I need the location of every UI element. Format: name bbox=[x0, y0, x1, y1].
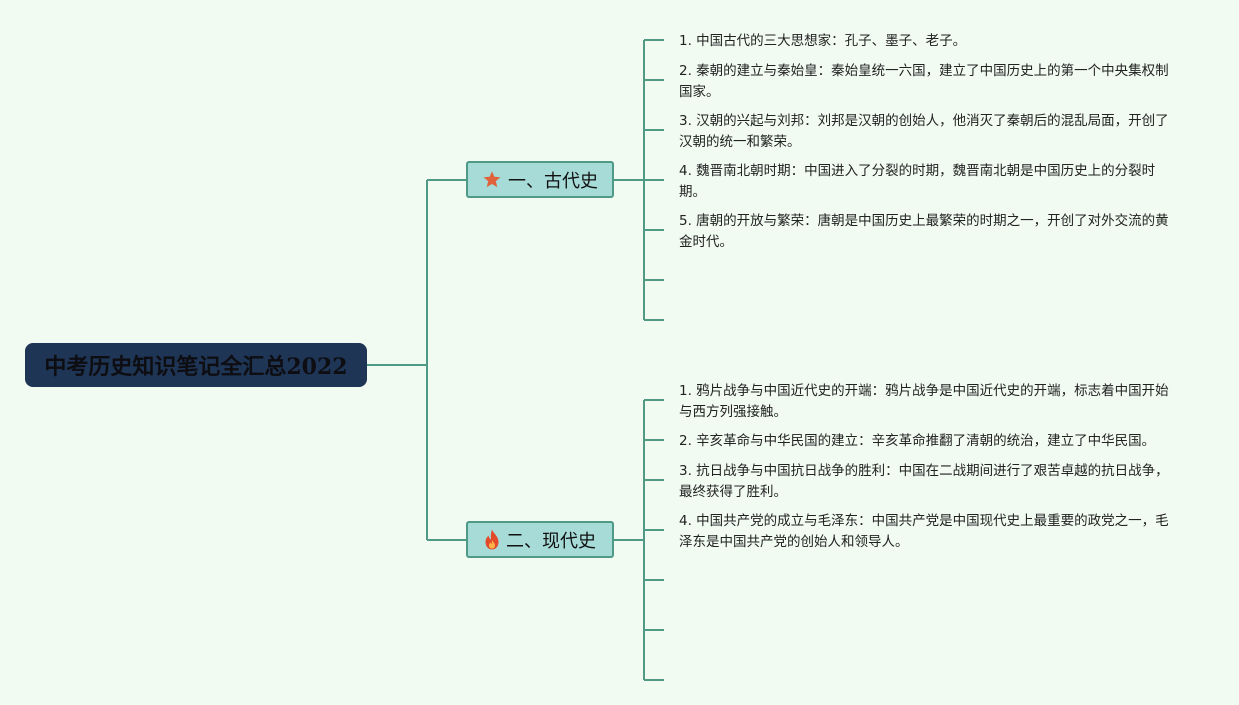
star-icon bbox=[482, 170, 502, 189]
leaf-topic[interactable]: 5. 唐朝的开放与繁荣：唐朝是中国历史上最繁荣的时期之一，开创了对外交流的黄金时… bbox=[679, 213, 1169, 250]
branch-modern-history[interactable]: 二、现代史 bbox=[466, 521, 614, 558]
leaf-topic[interactable]: 3. 汉朝的兴起与刘邦：刘邦是汉朝的创始人，他消灭了秦朝后的混乱局面，开创了汉朝… bbox=[679, 113, 1169, 150]
fire-icon bbox=[484, 529, 500, 550]
branch-label: 二、现代史 bbox=[506, 530, 596, 552]
leaf-topic[interactable]: 4. 中国共产党的成立与毛泽东：中国共产党是中国现代史上最重要的政党之一，毛泽东… bbox=[679, 513, 1169, 550]
leaf-topic[interactable]: 2. 秦朝的建立与秦始皇：秦始皇统一六国，建立了中国历史上的第一个中央集权制国家… bbox=[679, 63, 1169, 100]
leaf-topic[interactable]: 3. 抗日战争与中国抗日战争的胜利：中国在二战期间进行了艰苦卓越的抗日战争，最终… bbox=[679, 463, 1169, 500]
root-title: 中考历史知识笔记全汇总2022 bbox=[44, 354, 348, 380]
leaf-topic[interactable]: 4. 魏晋南北朝时期：中国进入了分裂的时期，魏晋南北朝是中国历史上的分裂时期。 bbox=[679, 163, 1156, 200]
leaf-topic[interactable]: 2. 辛亥革命与中华民国的建立：辛亥革命推翻了清朝的统治，建立了中华民国。 bbox=[679, 433, 1156, 449]
leaf-topic[interactable]: 1. 中国古代的三大思想家：孔子、墨子、老子。 bbox=[679, 33, 967, 49]
branch-label: 一、古代史 bbox=[508, 170, 598, 192]
branch-ancient-history[interactable]: 一、古代史 bbox=[466, 161, 614, 198]
root-topic[interactable]: 中考历史知识笔记全汇总2022 bbox=[25, 343, 367, 387]
leaf-topic[interactable]: 1. 鸦片战争与中国近代史的开端：鸦片战争是中国近代史的开端，标志着中国开始与西… bbox=[679, 383, 1169, 420]
